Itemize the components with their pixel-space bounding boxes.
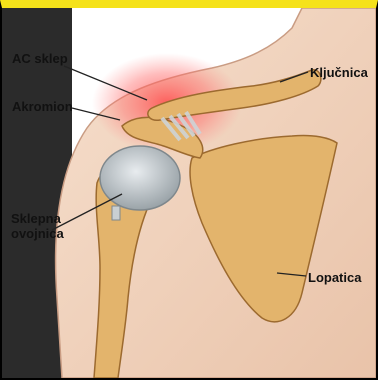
label-ac-joint: AC sklep bbox=[12, 51, 68, 66]
label-scapula: Lopatica bbox=[308, 270, 361, 285]
label-joint-capsule-line2: ovojnica bbox=[11, 226, 64, 241]
joint-capsule bbox=[100, 146, 180, 210]
label-joint-capsule-line1: Sklepna bbox=[11, 211, 64, 226]
label-joint-capsule: Sklepna ovojnica bbox=[11, 211, 64, 241]
capsule-detail bbox=[112, 206, 120, 220]
label-clavicle: Ključnica bbox=[310, 65, 368, 80]
label-acromion: Akromion bbox=[12, 99, 73, 114]
